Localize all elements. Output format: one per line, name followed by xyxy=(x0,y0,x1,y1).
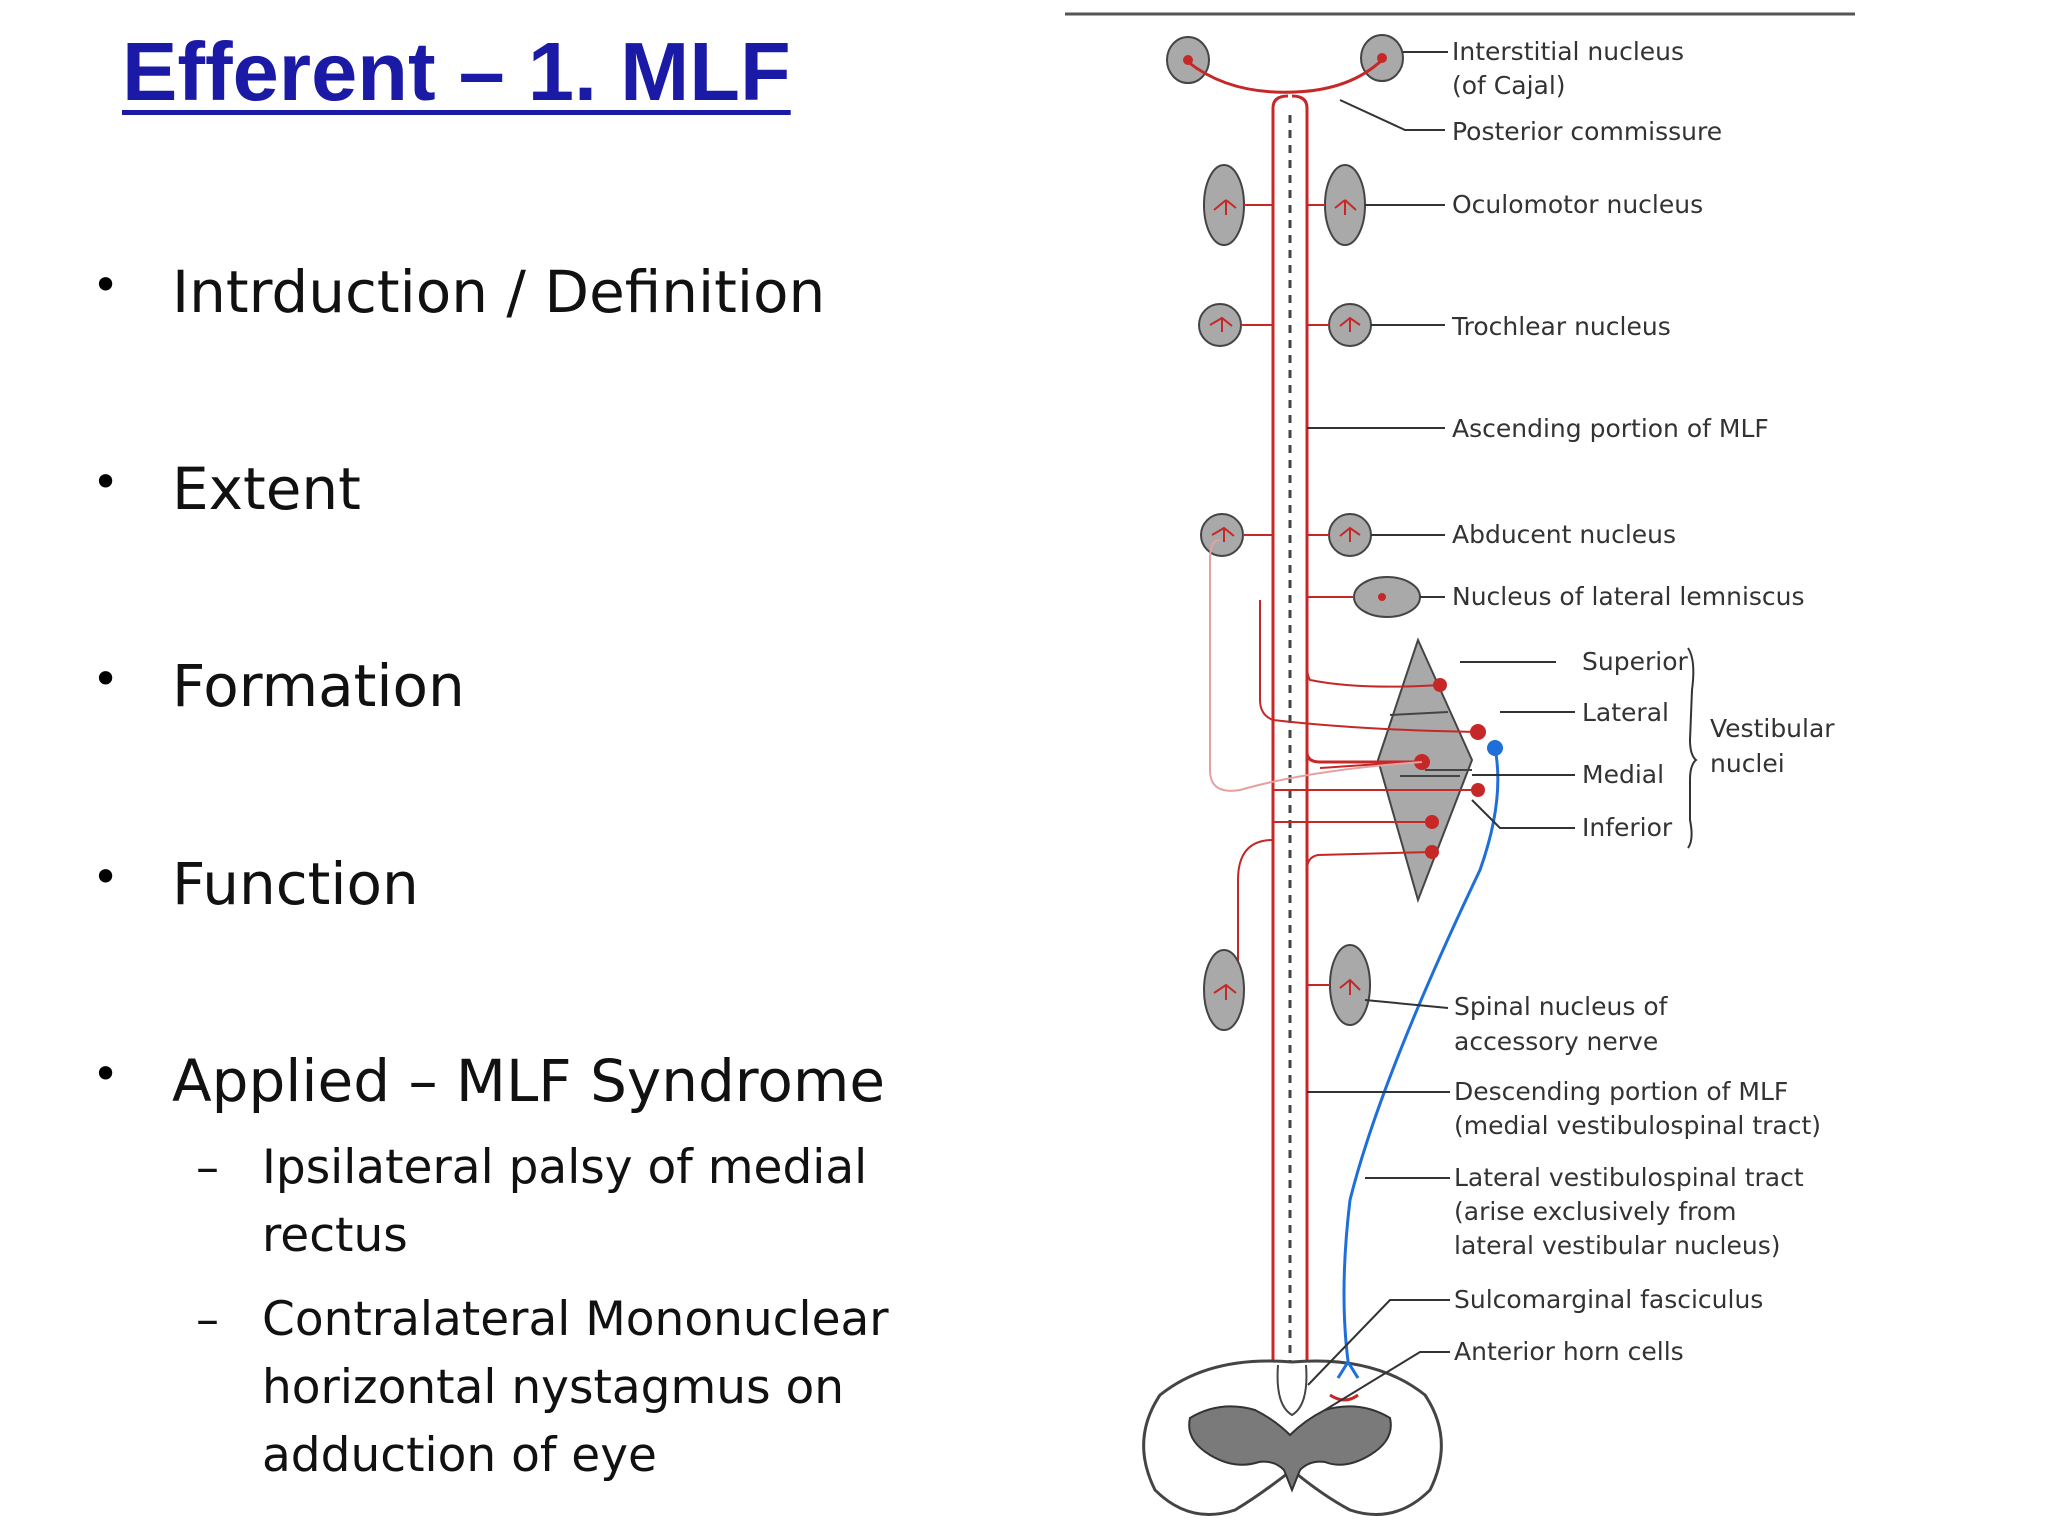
mlf-right-tract xyxy=(1291,94,1309,1365)
label-abducent: Abducent nucleus xyxy=(1452,520,1676,549)
mlf-left-tract xyxy=(1271,94,1289,1365)
bullet-text: Applied – MLF Syndrome xyxy=(172,1047,886,1115)
label-ascending: Ascending portion of MLF xyxy=(1452,414,1769,443)
label-cajal: (of Cajal) xyxy=(1452,71,1566,100)
abducent-nucleus-right xyxy=(1328,513,1372,557)
sub-bullet-line: rectus xyxy=(262,1208,408,1263)
bullet-text: Extent xyxy=(172,455,361,523)
bullet-text: Formation xyxy=(172,652,465,720)
bullet-text: Function xyxy=(172,850,419,918)
posterior-commissure-fiber xyxy=(1187,58,1384,94)
label-descending: Descending portion of MLF xyxy=(1454,1077,1788,1106)
label-lateral-vestibulospinal: Lateral vestibulospinal tract xyxy=(1454,1163,1804,1192)
mlf-diagram: Interstitial nucleus (of Cajal) Posterio… xyxy=(1065,12,1855,1516)
accessory-nucleus-right xyxy=(1329,944,1371,1026)
oculomotor-nucleus-left xyxy=(1203,164,1245,246)
bullet-dot-icon: • xyxy=(92,258,120,312)
dash-icon: – xyxy=(196,1140,219,1194)
label-superior: Superior xyxy=(1582,647,1688,676)
interstitial-nucleus-left xyxy=(1166,36,1210,84)
label-interstitial: Interstitial nucleus xyxy=(1452,37,1684,66)
label-anterior-horn: Anterior horn cells xyxy=(1454,1337,1684,1366)
label-lateral-vestibular-nucleus: lateral vestibular nucleus) xyxy=(1454,1231,1780,1260)
label-vestibular: Vestibular xyxy=(1710,714,1835,743)
accessory-nucleus-left xyxy=(1203,949,1245,1031)
label-posterior-commissure: Posterior commissure xyxy=(1452,117,1722,146)
slide-title: Efferent – 1. MLF xyxy=(122,25,791,118)
bullet-text: Intrduction / Definition xyxy=(172,258,826,326)
label-medial: Medial xyxy=(1582,760,1664,789)
trochlear-nucleus-right xyxy=(1328,303,1372,347)
label-vestibular-nuclei: nuclei xyxy=(1710,749,1785,778)
interstitial-nucleus-right xyxy=(1360,34,1404,82)
vestibular-bracket xyxy=(1687,647,1698,849)
bullet-dot-icon: • xyxy=(92,455,120,509)
label-lateral-lemniscus: Nucleus of lateral lemniscus xyxy=(1452,582,1805,611)
label-trochlear: Trochlear nucleus xyxy=(1451,312,1671,341)
lateral-vestibulospinal-tract xyxy=(1342,747,1500,1376)
oculomotor-nucleus-right xyxy=(1324,164,1366,246)
label-sulcomarginal: Sulcomarginal fasciculus xyxy=(1454,1285,1763,1314)
bullet-dot-icon: • xyxy=(92,1047,120,1101)
label-oculomotor: Oculomotor nucleus xyxy=(1452,190,1703,219)
bullet-dot-icon: • xyxy=(92,850,120,904)
label-arise-exclusively: (arise exclusively from xyxy=(1454,1197,1737,1226)
leader-lines xyxy=(1307,51,1575,1411)
label-medial-vestibulospinal: (medial vestibulospinal tract) xyxy=(1454,1111,1821,1140)
dash-icon: – xyxy=(196,1292,219,1346)
trochlear-nucleus-left xyxy=(1198,303,1242,347)
sub-bullet-line: Contralateral Mononuclear xyxy=(262,1292,889,1347)
label-spinal-accessory: Spinal nucleus of xyxy=(1454,992,1669,1021)
abducent-nucleus-left xyxy=(1200,513,1244,557)
label-inferior: Inferior xyxy=(1582,813,1673,842)
label-lateral: Lateral xyxy=(1582,698,1669,727)
bullet-dot-icon: • xyxy=(92,652,120,706)
sub-bullet-line: horizontal nystagmus on xyxy=(262,1360,845,1415)
lateral-lemniscus-nucleus xyxy=(1307,576,1421,618)
bullet-list: • Intrduction / Definition • Extent • Fo… xyxy=(0,0,1000,1536)
label-accessory-nerve: accessory nerve xyxy=(1454,1027,1658,1056)
sub-bullet-line: Ipsilateral palsy of medial xyxy=(262,1140,868,1195)
spinal-cord-section xyxy=(1142,1359,1443,1516)
sub-bullet-line: adduction of eye xyxy=(262,1428,657,1483)
